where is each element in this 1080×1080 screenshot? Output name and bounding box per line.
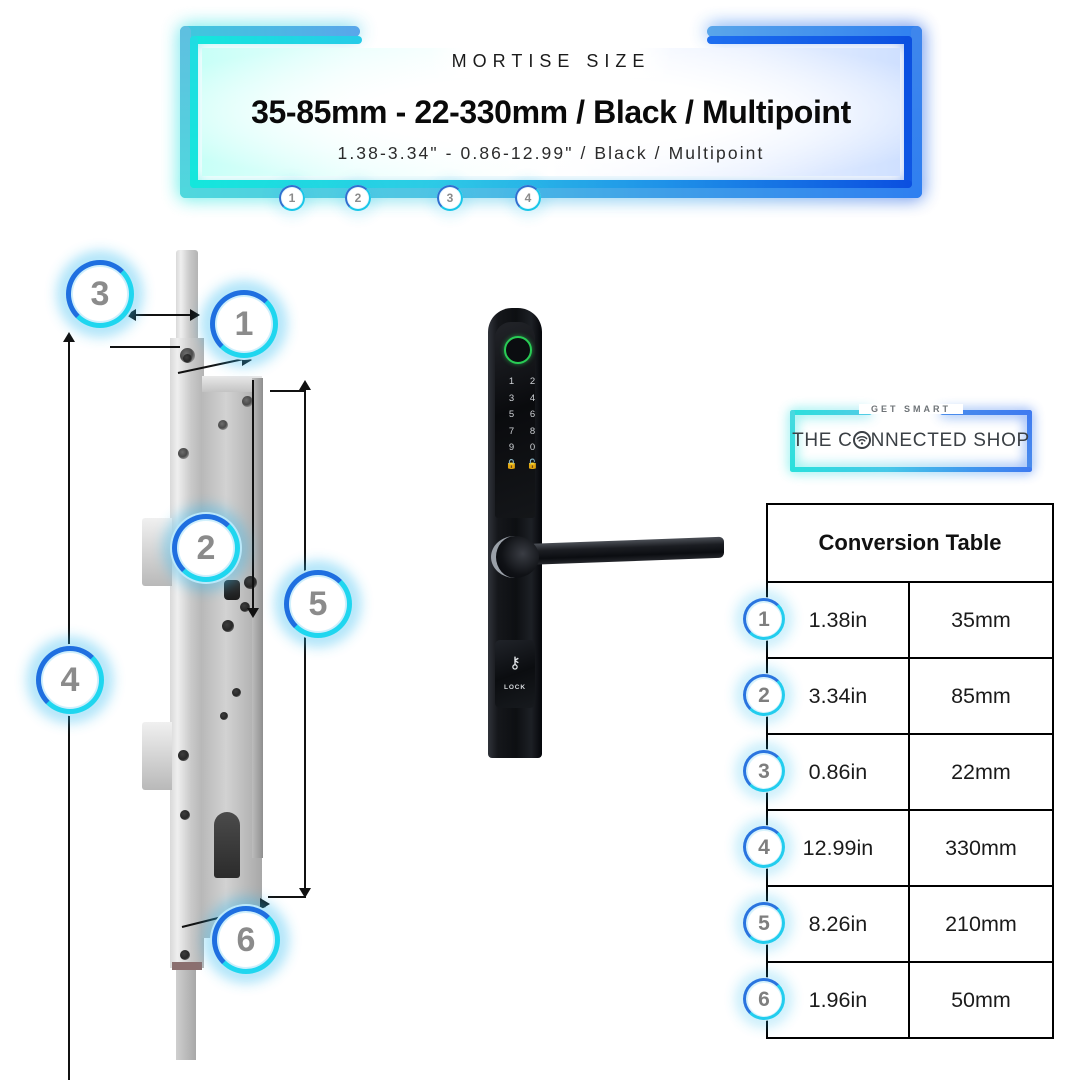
brand-logo: GET SMART THE C NNECTED SHOP <box>786 402 1036 480</box>
cell-mm: 35mm <box>907 581 1055 659</box>
cell-mm: 22mm <box>907 733 1055 811</box>
callout-badge-1-label: 1 <box>234 305 254 343</box>
unlock-key-icon: 🔓 <box>526 458 539 470</box>
measure-arrow-1-right <box>190 309 200 321</box>
logo-wordmark-after: NNECTED SHOP <box>870 430 1030 451</box>
rail-badge-3-label: 3 <box>446 191 454 205</box>
logo-frame <box>786 402 1036 480</box>
key-0: 0 <box>529 442 536 453</box>
rail-badge-4: 4 <box>512 182 544 214</box>
mechanical-key-plate: ⚷ LOCK <box>495 640 535 708</box>
rail-badge-2-label: 2 <box>354 191 362 205</box>
key-1: 1 <box>508 376 515 387</box>
callout-badge-3-label: 3 <box>90 275 110 313</box>
lock-handle-lever <box>526 536 724 565</box>
fingerprint-sensor-icon <box>504 336 532 364</box>
key-5: 5 <box>508 409 515 420</box>
leader-line-5-top <box>270 390 306 392</box>
smart-lock-product-image: 1 2 3 4 5 6 7 8 9 0 🔒 🔓 ⚷ LOCK <box>488 308 728 758</box>
row-badge-6: 6 <box>738 973 790 1025</box>
row-badge-5: 5 <box>738 897 790 949</box>
row-badge-3: 3 <box>738 745 790 797</box>
key-9: 9 <box>508 442 515 453</box>
lock-plate-label: LOCK <box>503 684 526 691</box>
row-badge-4-label: 4 <box>758 835 770 859</box>
callout-badge-2: 2 <box>164 506 248 590</box>
row-badge-2-label: 2 <box>758 683 770 707</box>
measure-arrow-5-top <box>299 380 311 390</box>
lock-touch-screen: 1 2 3 4 5 6 7 8 9 0 🔒 🔓 <box>495 322 538 518</box>
row-badge-6-label: 6 <box>758 987 770 1011</box>
banner-eyebrow: MORTISE SIZE <box>429 44 673 78</box>
callout-badge-6-label: 6 <box>236 921 256 959</box>
row-badge-2: 2 <box>738 669 790 721</box>
callout-badge-5-label: 5 <box>308 585 328 623</box>
page-subtitle: 1.38-3.34" - 0.86-12.99" / Black / Multi… <box>337 143 765 163</box>
key-8: 8 <box>529 425 536 437</box>
key-7: 7 <box>508 425 515 437</box>
row-badge-5-label: 5 <box>758 911 770 935</box>
rail-badge-1: 1 <box>276 182 308 214</box>
measure-line-1 <box>134 314 198 316</box>
mortise-lock-figure: 3 1 2 5 4 6 <box>28 240 420 1080</box>
keypad: 1 2 3 4 5 6 7 8 9 0 🔒 🔓 <box>501 374 543 473</box>
callout-badge-3: 3 <box>58 252 142 336</box>
cell-inches: 12.99in <box>766 809 910 887</box>
cell-mm: 85mm <box>907 657 1055 735</box>
callout-badge-1: 1 <box>202 282 286 366</box>
rail-badge-2: 2 <box>342 182 374 214</box>
banner-frame-outer <box>180 26 922 198</box>
key-3: 3 <box>508 392 515 404</box>
key-2: 2 <box>529 376 536 387</box>
leader-line-5-bottom <box>268 896 306 898</box>
mortise-lock-image <box>142 250 268 1060</box>
keyhole-icon: ⚷ <box>509 655 521 672</box>
key-6: 6 <box>529 409 536 420</box>
measure-arrow-5-bottom <box>299 888 311 898</box>
cell-inches: 3.34in <box>766 657 910 735</box>
rail-badge-3: 3 <box>434 182 466 214</box>
row-badge-1: 1 <box>738 593 790 645</box>
callout-badge-2-label: 2 <box>196 529 216 567</box>
conversion-table-title: Conversion Table <box>766 503 1054 583</box>
callout-badge-4: 4 <box>28 638 112 722</box>
cell-mm: 50mm <box>907 961 1055 1039</box>
callout-badge-5: 5 <box>276 562 360 646</box>
lock-faceplate: 1 2 3 4 5 6 7 8 9 0 🔒 🔓 ⚷ LOCK <box>488 308 542 758</box>
key-4: 4 <box>529 392 536 404</box>
lock-handle-hub <box>491 536 539 578</box>
row-badge-4: 4 <box>738 821 790 873</box>
measure-line-2 <box>252 380 254 612</box>
cell-mm: 330mm <box>907 809 1055 887</box>
logo-wordmark: THE C NNECTED SHOP <box>786 430 1036 452</box>
logo-wordmark-before: THE C <box>792 430 853 451</box>
header-banner: MORTISE SIZE 35-85mm - 22-330mm / Black … <box>180 26 922 214</box>
row-badge-1-label: 1 <box>758 607 770 631</box>
table-header-row: Conversion Table <box>766 503 1054 583</box>
callout-badge-4-label: 4 <box>60 661 80 699</box>
page-title: 35-85mm - 22-330mm / Black / Multipoint <box>251 94 851 130</box>
leader-line-3 <box>110 346 180 348</box>
cell-mm: 210mm <box>907 885 1055 963</box>
rail-badge-1-label: 1 <box>288 191 296 205</box>
row-badge-3-label: 3 <box>758 759 770 783</box>
measure-arrow-2 <box>247 608 259 618</box>
logo-eyebrow: GET SMART <box>859 404 963 414</box>
rail-badge-4-label: 4 <box>524 191 532 205</box>
callout-badge-6: 6 <box>204 898 288 982</box>
wifi-icon <box>852 431 871 449</box>
banner-frame-inner <box>190 36 912 188</box>
measure-arrow-4-top <box>63 332 75 342</box>
lock-key-icon: 🔒 <box>505 458 518 470</box>
